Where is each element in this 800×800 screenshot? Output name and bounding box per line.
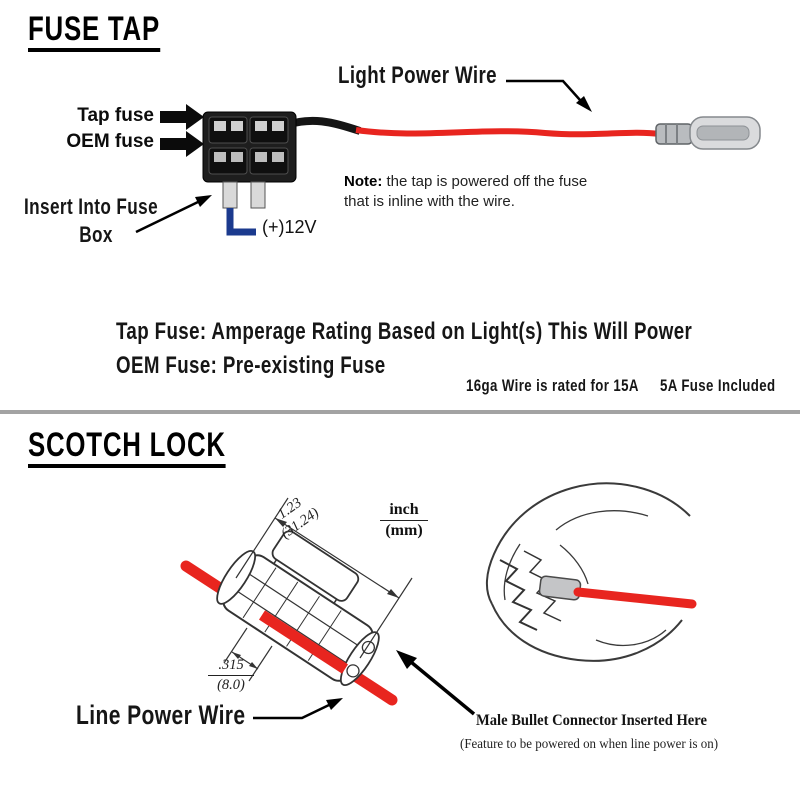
pointer-line [253, 703, 330, 720]
pliers-detail [559, 544, 589, 585]
pointer-line [506, 79, 581, 101]
dimension-line [274, 517, 400, 599]
pointer-arrowhead [396, 650, 417, 669]
fuse-contact [231, 152, 243, 162]
pointer-arrowhead [576, 96, 592, 112]
insert-box-label: Box [79, 222, 113, 247]
scotch-lock-illustration [216, 530, 380, 687]
dimension-arrowhead [249, 662, 258, 669]
dimension-arrowhead [275, 518, 287, 527]
fuse-included-note: 5A Fuse Included [660, 376, 776, 395]
scotch-lock-title: SCOTCH LOCK [28, 428, 226, 468]
channel-line [231, 587, 353, 668]
light-power-wire-label: Light Power Wire [338, 62, 497, 89]
pointer-line [135, 200, 199, 234]
extension-line [223, 627, 248, 664]
line-power-wire-pointer [253, 698, 343, 720]
note-prefix: Note: [344, 173, 383, 190]
dimension-arrowhead [387, 589, 399, 598]
tap-fuse-block-arrow [160, 104, 204, 130]
line-power-wire-through-channel [259, 610, 348, 674]
body-ridge [242, 567, 277, 619]
pointer-arrowhead [195, 195, 212, 207]
fuse-tap-title: FUSE TAP [28, 12, 160, 52]
height-inch: .315 [208, 656, 254, 677]
fuse-tap-prong [250, 181, 266, 209]
fuse-tap-illustration [202, 111, 297, 209]
pliers-outline [491, 603, 683, 662]
pliers-detail [595, 629, 667, 647]
fuse-contact [255, 121, 267, 131]
pliers-detail [555, 510, 649, 531]
crimp-barrel [655, 123, 693, 145]
bullet-connector-pointer [396, 650, 476, 716]
pliers-illustration [486, 482, 697, 662]
fuse-contact [231, 121, 243, 131]
pliers-jaw-teeth [499, 559, 538, 631]
fuse-contact [214, 152, 226, 162]
dimension-arrowhead [232, 652, 241, 659]
insert-into-fuse-box-pointer [135, 195, 212, 234]
wire-rating-note: 16ga Wire is rated for 15A [466, 376, 639, 395]
light-power-wire-pointer [506, 79, 592, 112]
light-power-wire [355, 127, 661, 138]
length-dimension [235, 497, 413, 659]
section-divider [0, 410, 800, 414]
fuse-contact [272, 121, 284, 131]
fuse-tap-prong [222, 181, 238, 209]
tap-fuse-label: Tap fuse [77, 105, 154, 126]
tap-fuse-description: Tap Fuse: Amperage Rating Based on Light… [116, 318, 693, 345]
pointer-arrowhead [326, 698, 343, 710]
bullet-connector-subnote: (Feature to be powered on when line powe… [460, 736, 719, 751]
line-power-wire-label: Line Power Wire [76, 700, 246, 730]
pliers-wire [573, 587, 697, 609]
insert-into-fuse-label: Insert Into Fuse [24, 194, 159, 219]
oem-fuse-description: OEM Fuse: Pre-existing Fuse [116, 352, 386, 379]
pointer-line [409, 660, 476, 716]
scotch-lock-flap [271, 530, 360, 602]
wire-end-connector [655, 116, 761, 150]
height-mm: (8.0) [217, 677, 245, 694]
extension-line [359, 577, 413, 659]
units-inch: inch [380, 500, 428, 522]
bullet-connector-note: Male Bullet Connector Inserted Here [476, 712, 707, 729]
connector-pin [696, 125, 750, 141]
units-legend: inch (mm) [380, 500, 428, 540]
channel-line [242, 569, 364, 650]
fuse-tap-note: Note: the tap is powered off the fuse th… [344, 172, 614, 211]
extension-line [235, 497, 289, 579]
oem-fuse-block-arrow [160, 131, 204, 157]
height-dimension-label: .315 (8.0) [208, 656, 254, 694]
note-line2: that is inline with the wire. [344, 192, 515, 210]
note-line1: the tap is powered off the fuse [382, 173, 588, 190]
oem-fuse-label: OEM fuse [66, 131, 154, 152]
wire-channel-opening [346, 664, 360, 678]
units-mm: (mm) [385, 522, 423, 540]
male-bullet-connector [538, 575, 582, 601]
fuse-contact [214, 121, 226, 131]
twelve-volt-mark [226, 208, 256, 236]
pliers-detail [503, 543, 521, 601]
fuse-contact [255, 152, 267, 162]
pliers-outline [486, 482, 691, 605]
voltage-label: (+)12V [262, 217, 317, 237]
fuse-contact [272, 152, 284, 162]
